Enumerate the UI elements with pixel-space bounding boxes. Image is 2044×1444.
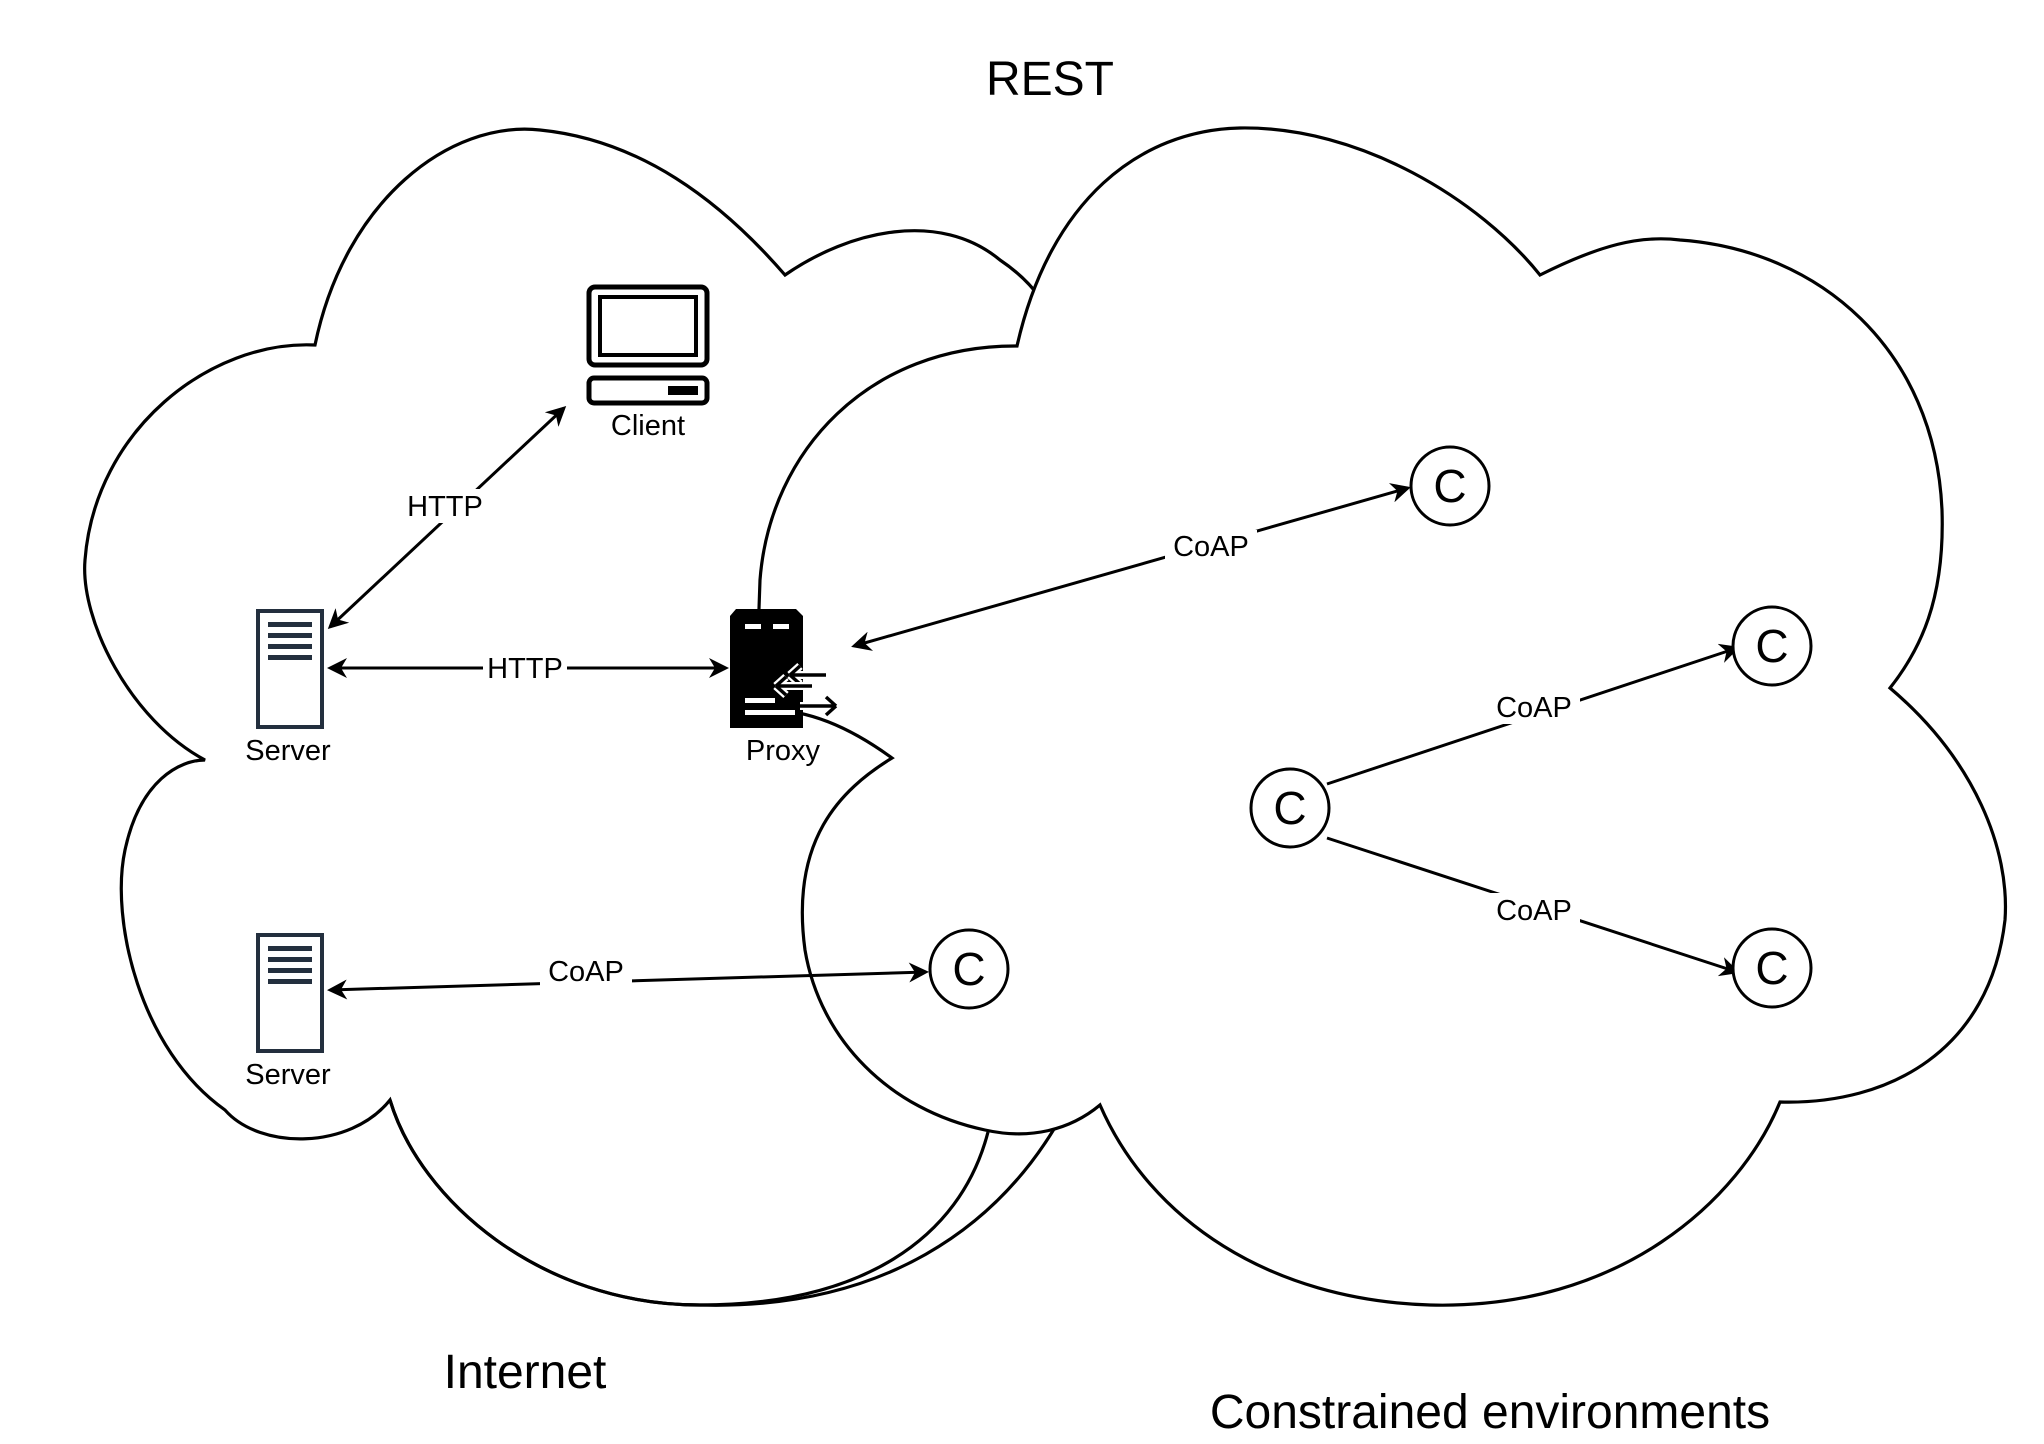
proxy-server-icon <box>730 609 839 728</box>
diagram-title: REST <box>986 53 1114 106</box>
internet-cloud-lower-edge <box>388 1099 990 1307</box>
constrained-node-c1: C <box>1409 445 1491 527</box>
region-label-internet: Internet <box>444 1346 607 1399</box>
server-bottom-node: Server <box>245 933 331 1091</box>
constrained-node-label: C <box>1433 460 1466 512</box>
region-label-constrained: Constrained environments <box>1210 1386 1770 1439</box>
constrained-node-label: C <box>1755 942 1788 994</box>
server-icon <box>256 609 324 729</box>
constrained-node-c3: C <box>1731 927 1813 1009</box>
desktop-computer-icon <box>586 284 710 406</box>
edge-label-ccenter-c3: CoAP <box>1496 895 1572 927</box>
constrained-node-c2: C <box>1731 605 1813 687</box>
server-top-node: Server <box>245 609 331 767</box>
constrained-node-center: C <box>1249 767 1331 849</box>
constrained-node-label: C <box>1755 620 1788 672</box>
constrained-node-c4: C <box>928 928 1010 1010</box>
constrained-environments-cloud-outline <box>756 126 2008 1307</box>
client-node: Client <box>586 284 710 442</box>
edge-label-server-proxy: HTTP <box>487 653 563 685</box>
edge-proxy-c1 <box>851 483 1411 651</box>
edge-label-proxy-c1: CoAP <box>1173 531 1249 563</box>
edge-label-client-server: HTTP <box>407 491 483 523</box>
proxy-label: Proxy <box>746 735 821 767</box>
edge-label-server-c4: CoAP <box>548 956 624 988</box>
server-top-label: Server <box>245 735 331 767</box>
server-bottom-label: Server <box>245 1059 331 1091</box>
server-icon <box>256 933 324 1053</box>
client-label: Client <box>611 410 685 442</box>
constrained-node-label: C <box>952 943 985 995</box>
proxy-node: Proxy <box>730 609 839 767</box>
edge-label-ccenter-c2: CoAP <box>1496 692 1572 724</box>
constrained-node-label: C <box>1273 782 1306 834</box>
constrained-environments-cloud <box>758 127 2006 1306</box>
